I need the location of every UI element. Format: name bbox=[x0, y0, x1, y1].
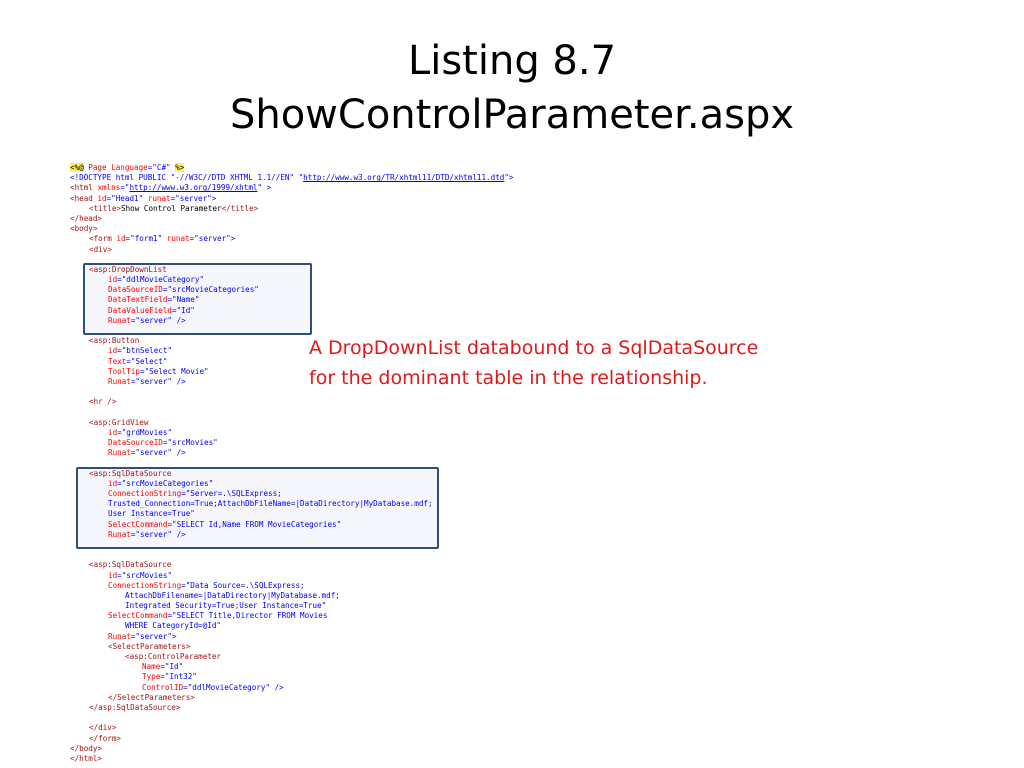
code-line: <head id="Head1" runat="server"> bbox=[70, 193, 217, 203]
code-line: <!DOCTYPE html PUBLIC "-//W3C//DTD XHTML… bbox=[70, 173, 514, 183]
code-line: <title>Show Control Parameter</title> bbox=[89, 203, 259, 213]
code-line: ConnectionString="Server=.\SQLExpress; bbox=[108, 489, 282, 498]
code-line: </html> bbox=[70, 753, 103, 763]
code-line: WHERE CategoryId=@Id" bbox=[125, 621, 222, 631]
code-line: <asp:Button bbox=[89, 336, 140, 346]
code-line: <body> bbox=[70, 224, 98, 234]
code-line: Runat="server" /> bbox=[108, 315, 186, 325]
code-line: Text="Select" bbox=[108, 356, 168, 366]
code-line: Runat="server" /> bbox=[108, 529, 186, 539]
code-line: id="grdMovies" bbox=[108, 427, 173, 437]
code-line: DataValueField="Id" bbox=[108, 305, 195, 315]
code-line: DataSourceID="srcMovieCategories" bbox=[108, 285, 259, 295]
code-line: id="ddlMovieCategory" bbox=[108, 275, 205, 285]
code-line: <SelectParameters> bbox=[108, 641, 191, 651]
slide-title-line1: Listing 8.7 bbox=[407, 38, 617, 84]
code-line bbox=[70, 458, 510, 468]
slide-title: Listing 8.7 ShowControlParameter.aspx bbox=[0, 34, 1024, 142]
code-line: <asp:ControlParameter bbox=[125, 652, 222, 661]
code-line: <hr /> bbox=[89, 397, 117, 407]
code-line: SelectCommand="SELECT Title,Director FRO… bbox=[108, 611, 328, 621]
code-line: id="srcMovies" bbox=[108, 570, 173, 580]
code-line: <%@ Page Language="C#" %> bbox=[70, 163, 185, 172]
slide-title-line2: ShowControlParameter.aspx bbox=[229, 92, 795, 138]
code-line: id="srcMovieCategories" bbox=[108, 478, 214, 488]
code-line: Type="Int32" bbox=[142, 672, 197, 682]
code-line: Trusted_Connection=True;AttachDbFileName… bbox=[108, 499, 433, 509]
code-line: ToolTip="Select Movie" bbox=[108, 366, 209, 376]
code-line: </body> bbox=[70, 743, 103, 753]
code-line: User Instance=True" bbox=[108, 509, 195, 519]
code-line: </div> bbox=[89, 723, 117, 733]
code-line: DataSourceID="srcMovies" bbox=[108, 438, 218, 448]
sqldatasource-highlight-box bbox=[76, 467, 439, 549]
code-line: AttachDbFilename=|DataDirectory|MyDataba… bbox=[125, 590, 340, 600]
code-line: ControlID="ddlMovieCategory" /> bbox=[142, 682, 284, 692]
code-line: <asp:GridView bbox=[89, 417, 149, 427]
code-line: ConnectionString="Data Source=.\SQLExpre… bbox=[108, 580, 305, 590]
code-line bbox=[70, 713, 510, 723]
code-line: DataTextField="Name" bbox=[108, 295, 200, 305]
callout-note: A DropDownList databound to a SqlDataSou… bbox=[309, 337, 759, 389]
code-listing: <%@ Page Language="C#" %> <!DOCTYPE html… bbox=[70, 163, 514, 764]
code-line bbox=[70, 255, 510, 265]
dropdownlist-highlight-box bbox=[83, 263, 312, 335]
code-line: <asp:SqlDataSource bbox=[89, 560, 172, 570]
code-line: </asp:SqlDataSource> bbox=[89, 702, 181, 712]
code-line: id="btnSelect" bbox=[108, 346, 173, 356]
code-line: Runat="server" /> bbox=[108, 448, 186, 458]
code-line: <asp:DropDownList bbox=[89, 264, 167, 274]
code-line: <html xmlns="http://www.w3.org/1999/xhtm… bbox=[70, 183, 272, 193]
code-line: <asp:SqlDataSource bbox=[89, 468, 172, 478]
code-line: </head> bbox=[70, 213, 103, 223]
code-line: </form> bbox=[89, 733, 122, 743]
code-line: </SelectParameters> bbox=[108, 692, 195, 702]
code-line: SelectCommand="SELECT Id,Name FROM Movie… bbox=[108, 519, 342, 529]
code-line bbox=[70, 540, 510, 550]
code-line bbox=[70, 408, 510, 418]
code-line: <form id="form1" runat="server"> bbox=[89, 234, 236, 244]
code-line: <div> bbox=[89, 244, 112, 254]
code-line: Runat="server" /> bbox=[108, 376, 186, 386]
code-line: Name="Id" bbox=[142, 662, 184, 672]
code-line: Integrated Security=True;User Instance=T… bbox=[125, 601, 327, 611]
code-line bbox=[70, 550, 510, 560]
code-line: Runat="server"> bbox=[108, 631, 177, 641]
